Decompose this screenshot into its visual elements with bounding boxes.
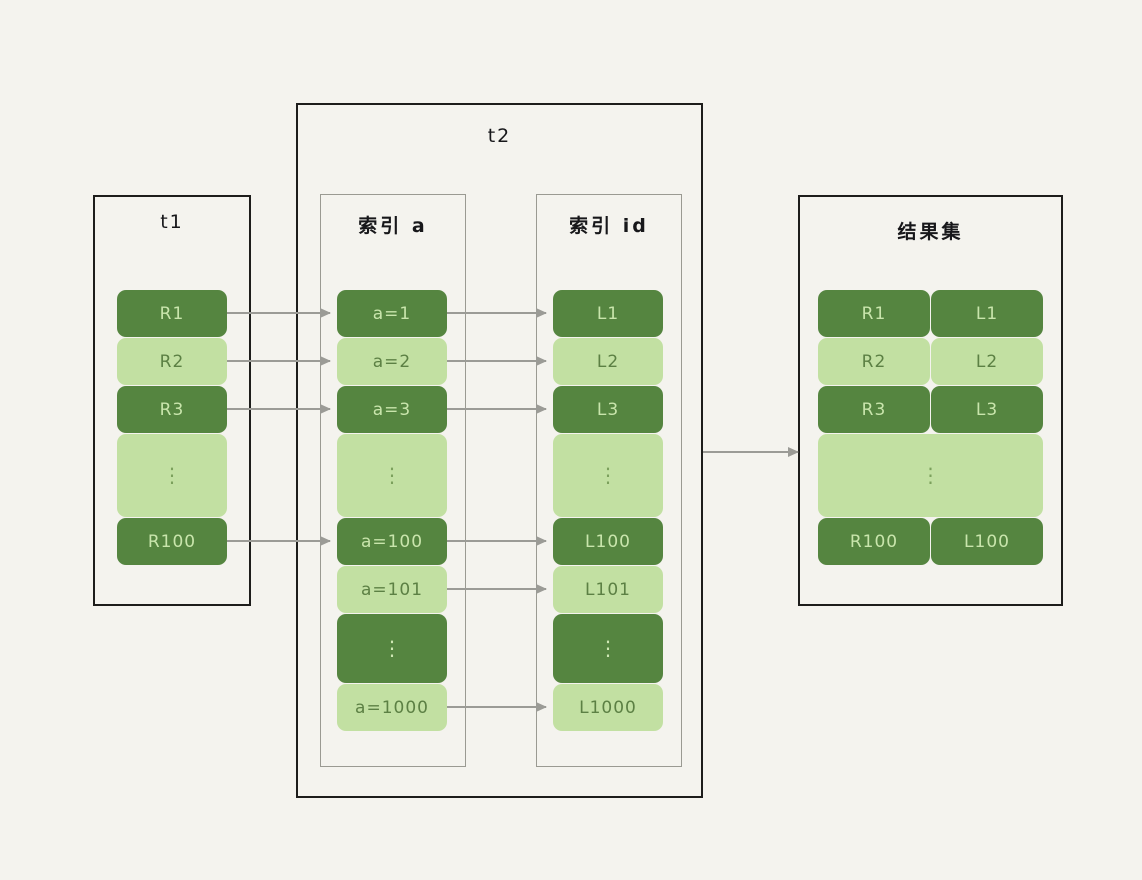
index-a-row-label: ⋮ [382, 636, 402, 661]
arrow-index-a-to-index-id [447, 702, 547, 712]
arrow-index-a-to-index-id [447, 308, 547, 318]
index-a-row-label: a=100 [360, 531, 424, 552]
result-set-title: 结果集 [897, 221, 964, 243]
index-a-title: 索引 a [358, 215, 428, 237]
index-id-row-label: L3 [596, 399, 620, 420]
index-id-row-label: L2 [596, 351, 620, 372]
index-id-row-ellipsis[interactable]: ⋮ [553, 434, 663, 517]
t1-row[interactable]: R2 [117, 338, 227, 385]
result-set-cell-right[interactable]: L2 [931, 338, 1043, 385]
arrow-t1-to-index-a [227, 404, 331, 414]
t1-title: t1 [160, 211, 184, 233]
index-a-row[interactable]: a=2 [337, 338, 447, 385]
index-id-row-label: L1 [596, 303, 620, 324]
t1-row[interactable]: R100 [117, 518, 227, 565]
index-a-row-label: a=2 [372, 351, 412, 372]
arrow-t1-to-index-a [227, 356, 331, 366]
result-set-cell-right[interactable]: L1 [931, 290, 1043, 337]
index-a-row[interactable]: a=101 [337, 566, 447, 613]
arrow-index-a-to-index-id [447, 404, 547, 414]
index-id-row-label: L1000 [579, 697, 637, 718]
arrow-index-a-to-index-id [447, 536, 547, 546]
index-id-row-ellipsis[interactable]: ⋮ [553, 614, 663, 683]
index-a-row-label: a=1 [372, 303, 412, 324]
t1-row[interactable]: R3 [117, 386, 227, 433]
t1-row[interactable]: R1 [117, 290, 227, 337]
arrow-index-a-to-index-id [447, 584, 547, 594]
index-a-row-label: a=3 [372, 399, 412, 420]
t1-row-label: R2 [159, 351, 185, 372]
index-a-row-ellipsis[interactable]: ⋮ [337, 434, 447, 517]
index-a-row[interactable]: a=1000 [337, 684, 447, 731]
result-set-cell-label: L100 [964, 531, 1010, 552]
result-set-cell-label: R1 [861, 303, 887, 324]
result-set-cell-label: L3 [975, 399, 999, 420]
result-set-cell-label: R3 [861, 399, 887, 420]
t1-row-ellipsis[interactable]: ⋮ [117, 434, 227, 517]
arrow-t1-to-index-a [227, 536, 331, 546]
index-id-row[interactable]: L1000 [553, 684, 663, 731]
result-set-cell-label: L1 [975, 303, 999, 324]
result-set-row-ellipsis[interactable]: ⋮ [818, 434, 1043, 517]
t1-row-label: R100 [147, 531, 197, 552]
result-set-cell-label: R100 [849, 531, 899, 552]
result-set-cell-left[interactable]: R2 [818, 338, 930, 385]
result-set-cell-left[interactable]: R3 [818, 386, 930, 433]
t2-title: t2 [487, 125, 512, 147]
index-id-row[interactable]: L3 [553, 386, 663, 433]
index-id-row[interactable]: L2 [553, 338, 663, 385]
index-a-row[interactable]: a=100 [337, 518, 447, 565]
index-id-title: 索引 id [569, 215, 649, 237]
index-a-row[interactable]: a=1 [337, 290, 447, 337]
t1-row-label: R1 [159, 303, 185, 324]
result-set-cell-right[interactable]: L100 [931, 518, 1043, 565]
index-id-row[interactable]: L1 [553, 290, 663, 337]
index-id-row-label: L100 [585, 531, 631, 552]
index-a-row-label: ⋮ [382, 463, 402, 488]
index-a-row[interactable]: a=3 [337, 386, 447, 433]
index-id-row-label: ⋮ [598, 463, 618, 488]
t1-row-label: ⋮ [162, 463, 182, 488]
index-id-row[interactable]: L100 [553, 518, 663, 565]
result-set-cell-right[interactable]: L3 [931, 386, 1043, 433]
arrow-t2-to-result-set [703, 447, 799, 457]
result-set-cell-label: R2 [861, 351, 887, 372]
t1-row-label: R3 [159, 399, 185, 420]
result-set-cell-left[interactable]: R1 [818, 290, 930, 337]
result-set-cell-left[interactable]: R100 [818, 518, 930, 565]
index-id-row-label: L101 [585, 579, 631, 600]
index-a-row-label: a=1000 [355, 697, 429, 718]
result-set-cell-label: L2 [975, 351, 999, 372]
index-id-row-label: ⋮ [598, 636, 618, 661]
index-a-row-ellipsis[interactable]: ⋮ [337, 614, 447, 683]
index-a-row-label: a=101 [360, 579, 424, 600]
index-id-row[interactable]: L101 [553, 566, 663, 613]
arrow-index-a-to-index-id [447, 356, 547, 366]
result-set-cell-label: ⋮ [920, 463, 941, 488]
arrow-t1-to-index-a [227, 308, 331, 318]
